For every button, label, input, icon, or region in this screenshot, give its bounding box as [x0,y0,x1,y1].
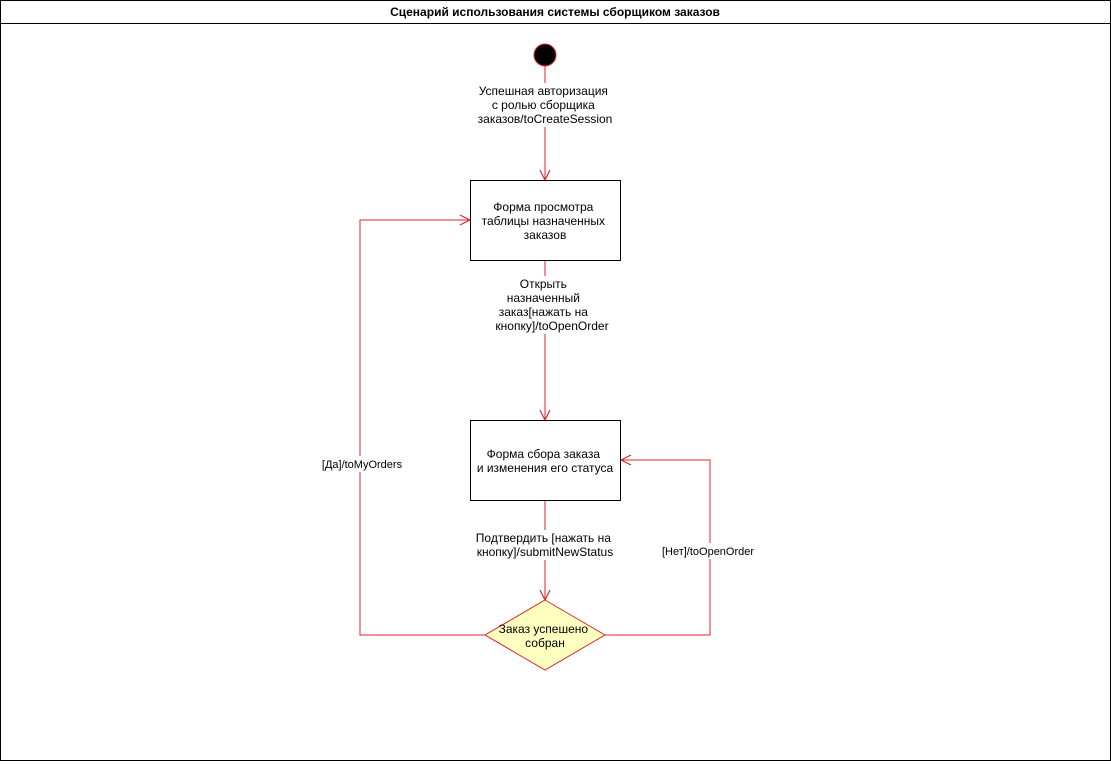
svg-text:Подтвердить [нажать на: Подтвердить [нажать на кнопку]/submitNew… [476,531,614,559]
label-yes: [Да]/toMyOrders [318,456,408,472]
label-open-order-line-3: заказ[нажать на [499,305,589,319]
initial-node [533,43,557,67]
state-orders-table-line-3: заказов [524,228,567,242]
diagram-title: Сценарий использования системы сборщиком… [390,5,720,19]
label-open-order: Открыть назначенный заказ[нажать на кноп… [495,276,609,334]
svg-text:Форма сбора заказа и и: Форма сбора заказа и изменения его стату… [477,447,614,475]
label-no-text: [Нет]/toOpenOrder [662,546,754,558]
state-orders-table-line-1: Форма просмотра [493,200,593,214]
label-login-line-2: с ролью сборщика [492,98,595,112]
label-open-order-line-1: Открыть [520,277,567,291]
label-login-line-3: заказов/toCreateSession [478,112,613,126]
decision-line-1: Заказ успешено [499,622,589,636]
label-open-order-line-4: кнопку]/toOpenOrder [495,319,608,333]
decision-line-2: собран [525,636,565,650]
label-login-line-1: Успешная авторизация [479,84,608,98]
svg-text:Успешная авторизация с: Успешная авторизация с ролью сборщика за… [478,84,613,126]
edge-yes [359,220,485,636]
label-yes-text: [Да]/toMyOrders [322,459,403,471]
label-submit-status-line-1: Подтвердить [нажать на [476,531,611,545]
state-order-assembly: Форма сбора заказа и изменения его стату… [470,420,621,501]
decision-order-assembled: Заказ успешено собран [484,599,606,671]
state-orders-table: Форма просмотра таблицы назначенных зака… [470,180,621,261]
label-open-order-line-2: назначенный [507,291,580,305]
state-order-assembly-line-2: и изменения его статуса [477,461,614,475]
svg-text:Форма просмотра таблиц: Форма просмотра таблицы назначенных зака… [482,200,609,242]
state-order-assembly-line-1: Форма сбора заказа [487,447,601,461]
svg-text:Открыть назначенный: Открыть назначенный заказ[нажать на кноп… [495,277,608,333]
label-login: Успешная авторизация с ролью сборщика за… [478,83,614,127]
label-no: [Нет]/toOpenOrder [660,543,758,559]
label-submit-status: Подтвердить [нажать на кнопку]/submitNew… [474,530,618,560]
state-orders-table-line-2: таблицы назначенных [482,214,605,228]
svg-text:Заказ успешено собран: Заказ успешено собран [499,622,592,650]
label-submit-status-line-2: кнопку]/submitNewStatus [477,545,613,559]
